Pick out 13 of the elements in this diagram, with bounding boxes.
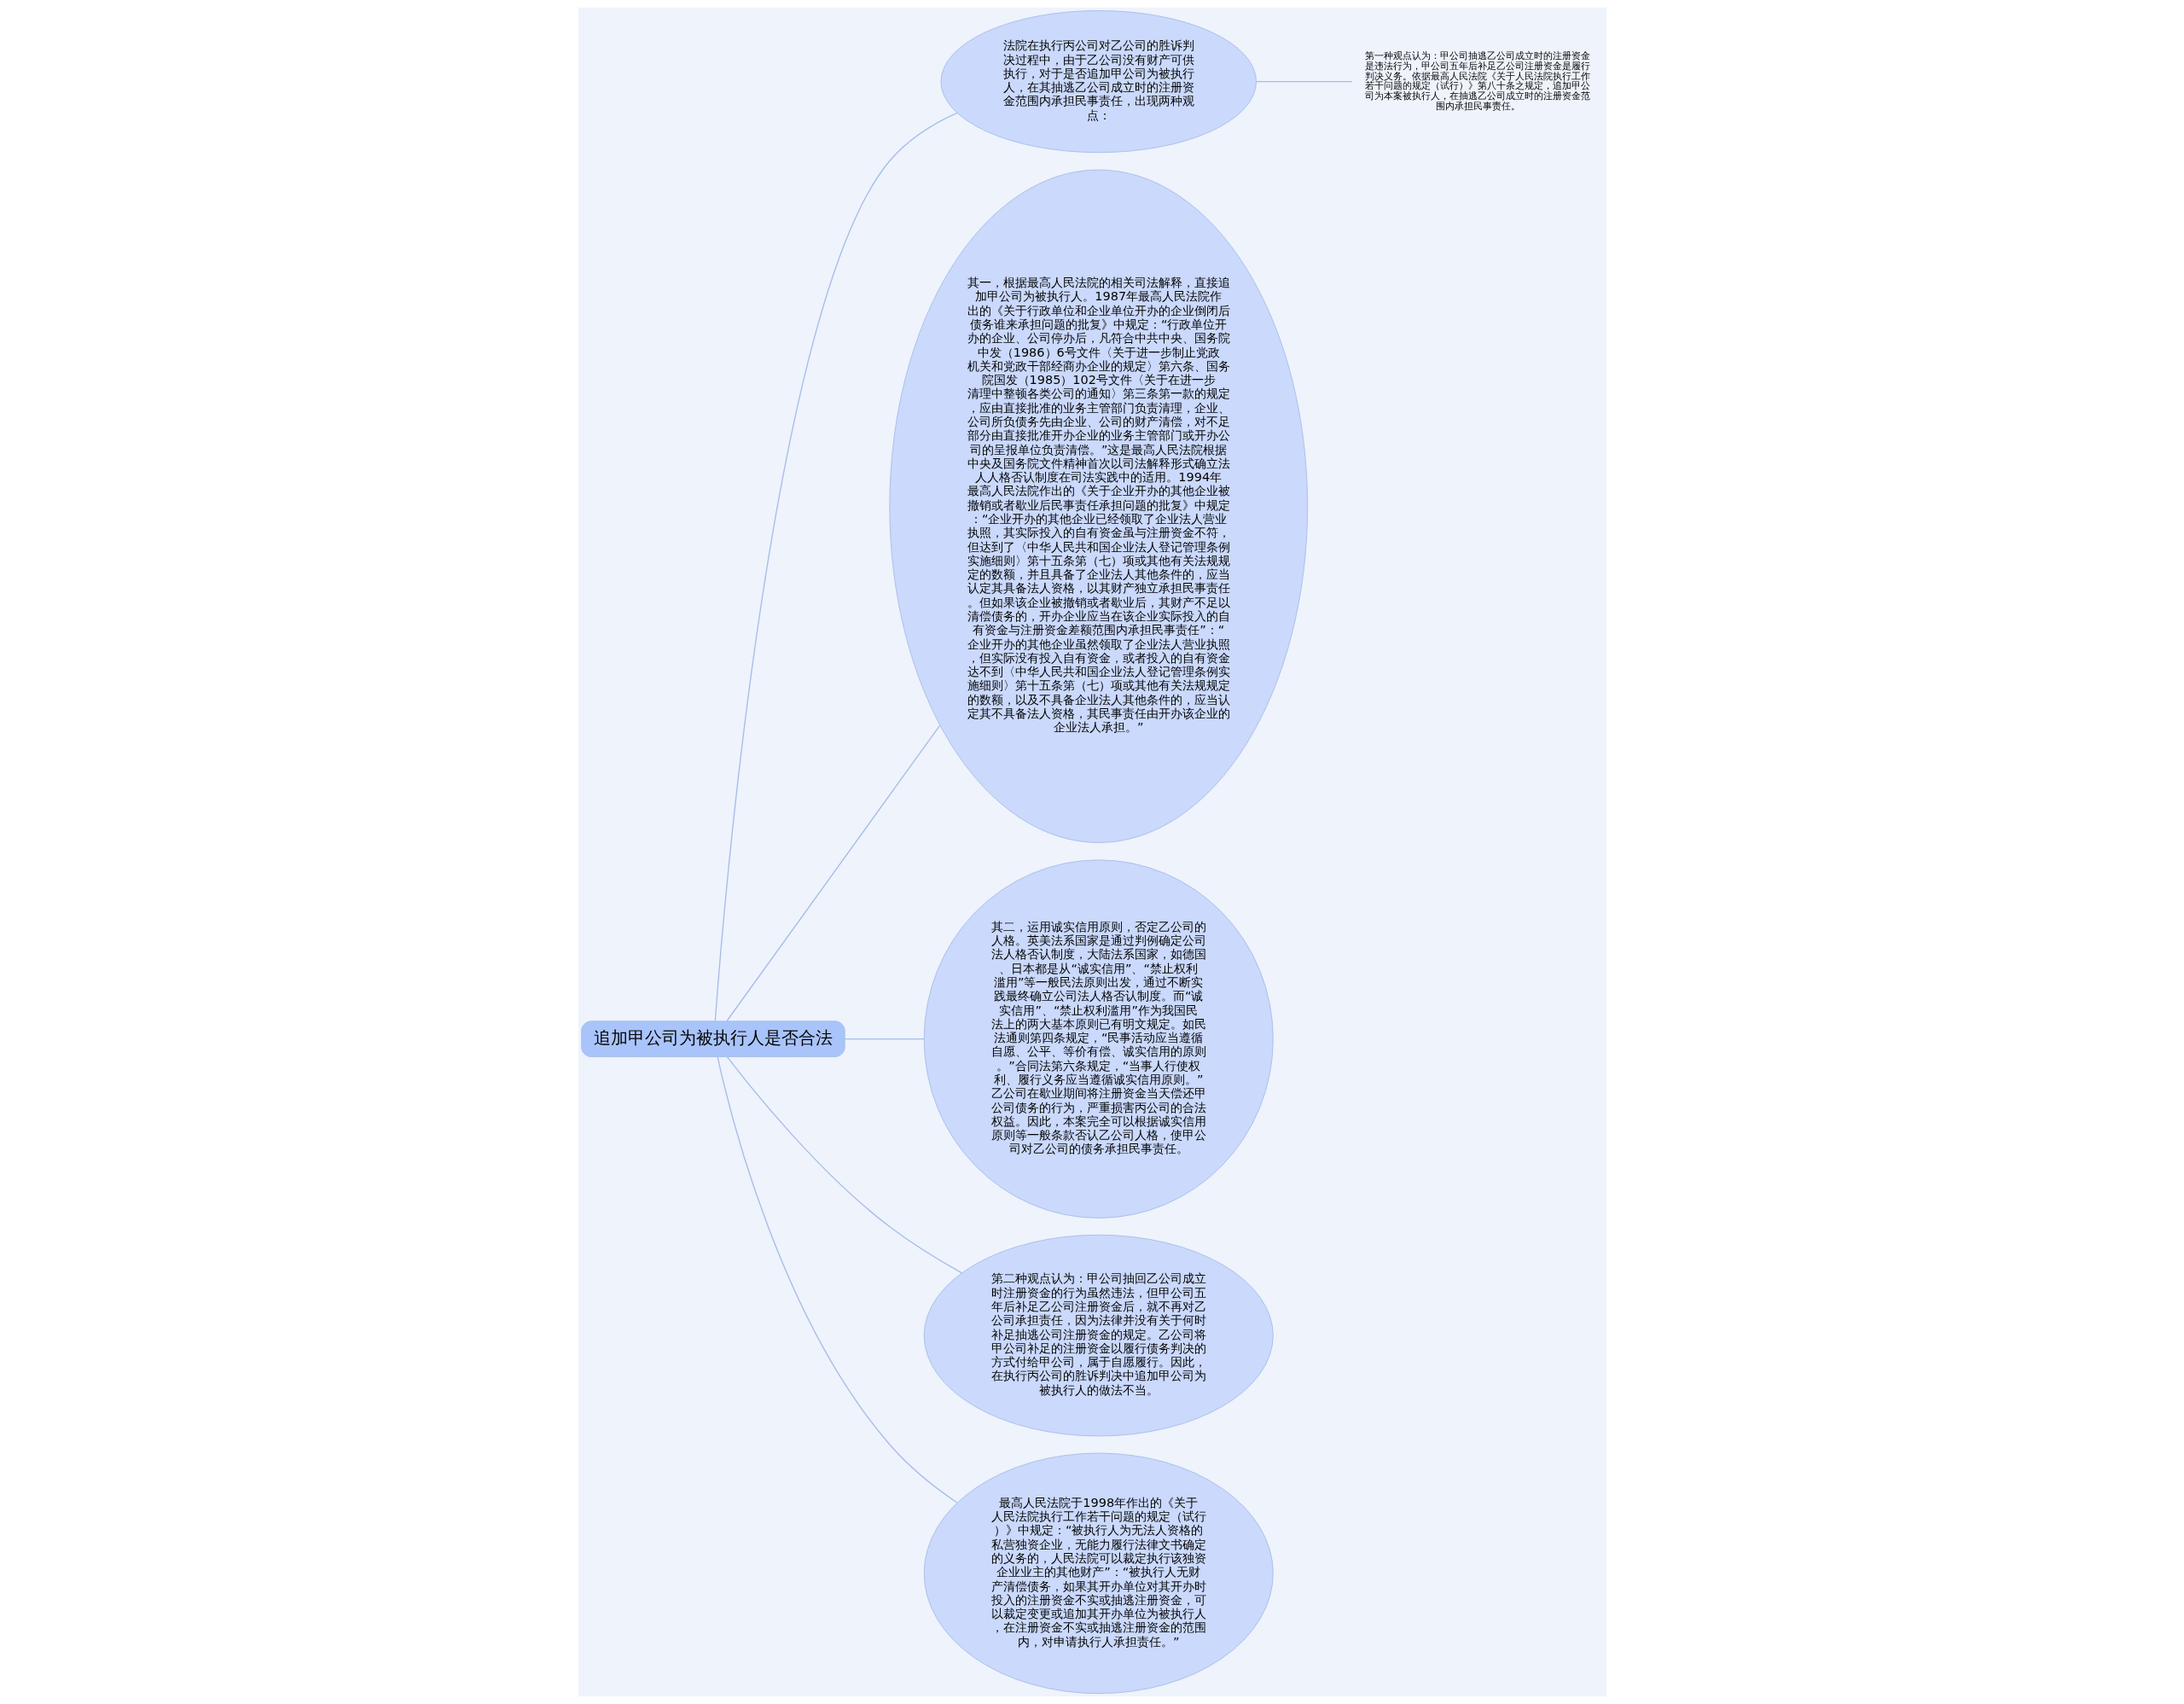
node-ellipse: 其一，根据最高人民法院的相关司法解释，直接追加甲公司为被执行人。1987年最高人民法院作出的《关于行政单位和企业单位开办的企业倒闭后债务谁来承担问题的批复》中规定：“行政单位开办的企业、公司停办后，凡符合中共中央、国务院中发（1986）6号文件〈关于进一步制止党政机关和党政干部经商办企业的规定〉第六条、国务院国发（1985）102号文件〈关于在进一步清理中整顿各类公司的通知〉第三条第一款的规定，应由直接批准的业务主管部门负责清理，企业、公司所负债务先由企业、公司的财产清偿，对不足部分由直接批准开办企业的业务主管部门或开办公司的呈报单位负责清偿。”这是最高人民法院根据中央及国务院文件精神首次以司法解释形式确立法人人格否认制度在司法实践中的适用。1994年最高人民法院作出的《关于企业开办的其他企业被撤销或者歇业后民事责任承担问题的批复》中规定：“企业开办的其他企业已经领取了企业法人营业执照，其实际投入的自有资金虽与注册资金不符，但达到了〈中华人民共和国企业法人登记管理条例实施细则〉第十五条第（七）项或其他有关法规规定的数额，并且具备了企业法人其他条件的，应当认定其具备法人资格，以其财产独立承担民事责任。但如果该企业被撤销或者歇业后，其财产不足以清偿债务的，开办企业应当在该企业实际投入的自有资金与注册资金差额范围内承担民事责任”：“企业开办的其他企业虽然领取了企业法人营业执照，但实际没有投入自有资金，或者投入的自有资金达不到〈中华人民共和国企业法人登记管理条例实施细则〉第十五条第（七）项或其他有关法规规定的数额，以及不具备企业法人其他条件的，应当认定其不具备法人资格，其民事责任由开办该企业的企业法人承担。”	[888, 169, 1308, 843]
connector	[726, 1056, 962, 1274]
connector	[844, 1038, 925, 1040]
node-circle: 其二，运用诚实信用原则，否定乙公司的人格。英美法系国家是通过判例确定公司法人格否认制度，大陆法系国家，如德国、日本都是从“诚实信用”、“禁止权利滥用”等一般民法原则出发，通过不断实践最终确立公司法人格否认制度。而“诚实信用”、“禁止权利滥用”作为我国民法上的两大基本原则已有明文规定。如民法通则第四条规定，“民事活动应当遵循自愿、公平、等价有偿、诚实信用的原则。”合同法第六条规定，“当事人行使权利、履行义务应当遵循诚实信用原则。”乙公司在歇业期间将注册资金当天偿还甲公司债务的行为，严重损害丙公司的合法权益。因此，本案完全可以根据诚实信用原则等一般条款否认乙公司人格，使甲公司对乙公司的债务承担民事责任。	[923, 859, 1274, 1218]
node-ellipse: 最高人民法院于1998年作出的《关于人民法院执行工作若干问题的规定（试行）》中规定：“被执行人为无法人资格的私营独资企业，无能力履行法律文书确定的义务的，人民法院可以裁定执行该独资企业业主的其他财产”：“被执行人无财产清偿债务，如果其开办单位对其开办时投入的注册资金不实或抽逃注册资金，可以裁定变更或追加其开办单位为被执行人，在注册资金不实或抽逃注册资金的范围内，对申请执行人承担责任。”	[923, 1452, 1274, 1695]
node-ellipse: 法院在执行丙公司对乙公司的胜诉判决过程中，由于乙公司没有财产可供执行，对于是否追加甲公司为被执行人，在其抽逃乙公司成立时的注册资金范围内承担民事责任，出现两种观点：	[940, 10, 1257, 154]
connector	[725, 724, 940, 1022]
node-ellipse: 第二种观点认为：甲公司抽回乙公司成立时注册资金的行为虽然违法，但甲公司五年后补足乙公司注册资金后，就不再对乙公司承担责任，因为法律并没有关于何时补足抽逃公司注册资金的规定。乙公司将甲公司补足的注册资金以履行债务判决的方式付给甲公司，属于自愿履行。因此，在执行丙公司的胜诉判决中追加甲公司为被执行人的做法不当。	[923, 1234, 1274, 1437]
node-text: 第一种观点认为：甲公司抽逃乙公司成立时的注册资金是违法行为，甲公司五年后补足乙公司注册资金是履行判决义务。依据最高人民法院《关于人民法院执行工作若干问题的规定（试行）》第八十条之规定，追加甲公司为本案被执行人，在抽逃乙公司成立时的注册资金范围内承担民事责任。	[1364, 49, 1590, 112]
connector	[714, 112, 957, 1022]
connector	[716, 1056, 957, 1503]
node-box: 追加甲公司为被执行人是否合法	[580, 1021, 845, 1057]
connector	[1255, 80, 1353, 83]
